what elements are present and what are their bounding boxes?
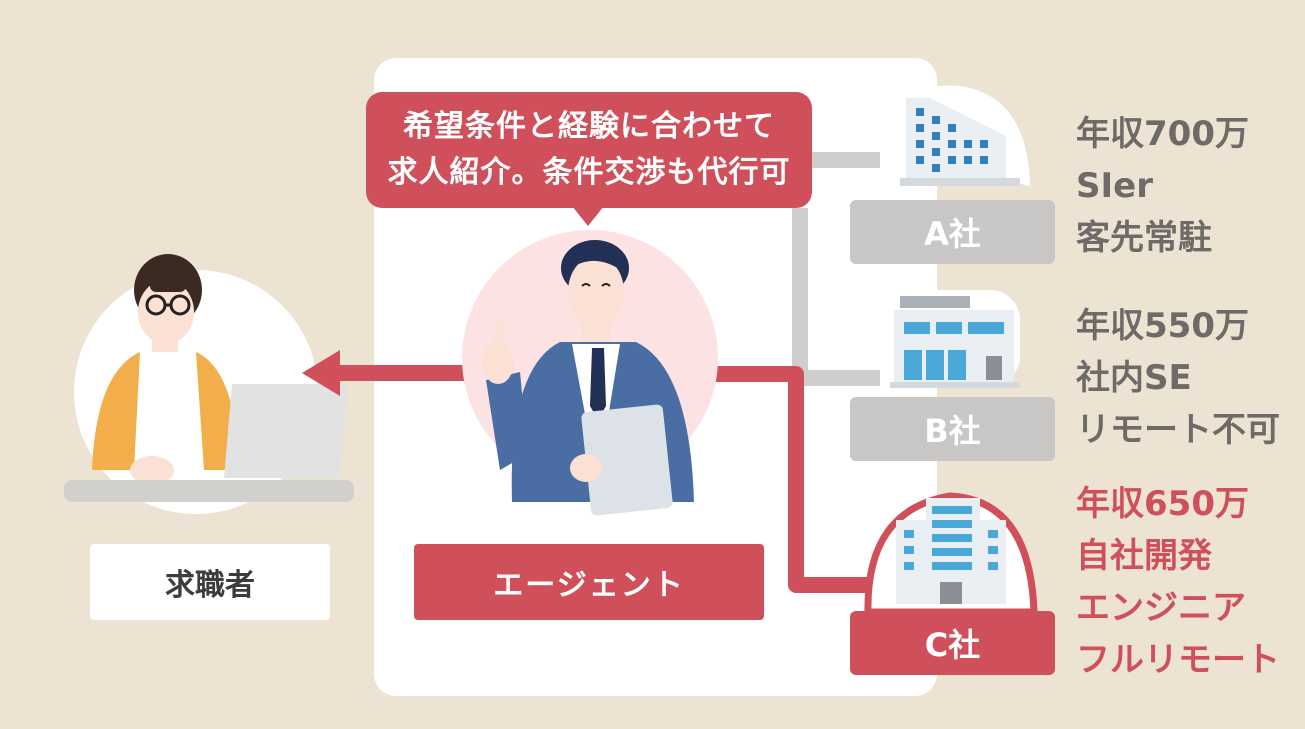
speech-bubble-tail [572, 206, 604, 226]
company-b-role: 社内SE [1076, 358, 1192, 398]
speech-bubble-line-1: 希望条件と経験に合わせて [403, 109, 775, 144]
company-c-salary: 年収650万 [1076, 484, 1249, 524]
company-b-salary: 年収550万 [1076, 306, 1249, 346]
company-a-workstyle: 客先常駐 [1076, 218, 1212, 258]
building-c-illustration [864, 492, 1038, 616]
company-b-label: B社 [850, 397, 1055, 461]
company-a-salary: 年収700万 [1076, 114, 1249, 154]
company-a-info: 年収700万 SIer 客先常駐 [1076, 108, 1249, 264]
company-c-info: 年収650万 自社開発 エンジニア フルリモート [1076, 478, 1280, 686]
company-c-role-2: エンジニア [1076, 588, 1246, 628]
arrow-to-seeker [302, 350, 464, 396]
building-a-illustration [880, 85, 1030, 186]
speech-bubble-line-2: 求人紹介。条件交渉も代行可 [387, 155, 791, 190]
company-c-workstyle: フルリモート [1076, 640, 1280, 680]
company-c-label: C社 [850, 611, 1055, 675]
company-b-workstyle: リモート不可 [1076, 410, 1280, 450]
company-a-role: SIer [1076, 166, 1153, 206]
speech-bubble: 希望条件と経験に合わせて 求人紹介。条件交渉も代行可 [366, 92, 812, 208]
agent-label: エージェント [414, 544, 764, 620]
company-c-role: 自社開発 [1076, 536, 1212, 576]
seeker-label: 求職者 [90, 544, 330, 620]
seeker-illustration [64, 254, 354, 514]
building-b-illustration [880, 290, 1020, 388]
connector-c-line [714, 366, 880, 593]
company-a-label: A社 [850, 200, 1055, 264]
agent-illustration [462, 230, 718, 516]
company-b-info: 年収550万 社内SE リモート不可 [1076, 300, 1280, 456]
